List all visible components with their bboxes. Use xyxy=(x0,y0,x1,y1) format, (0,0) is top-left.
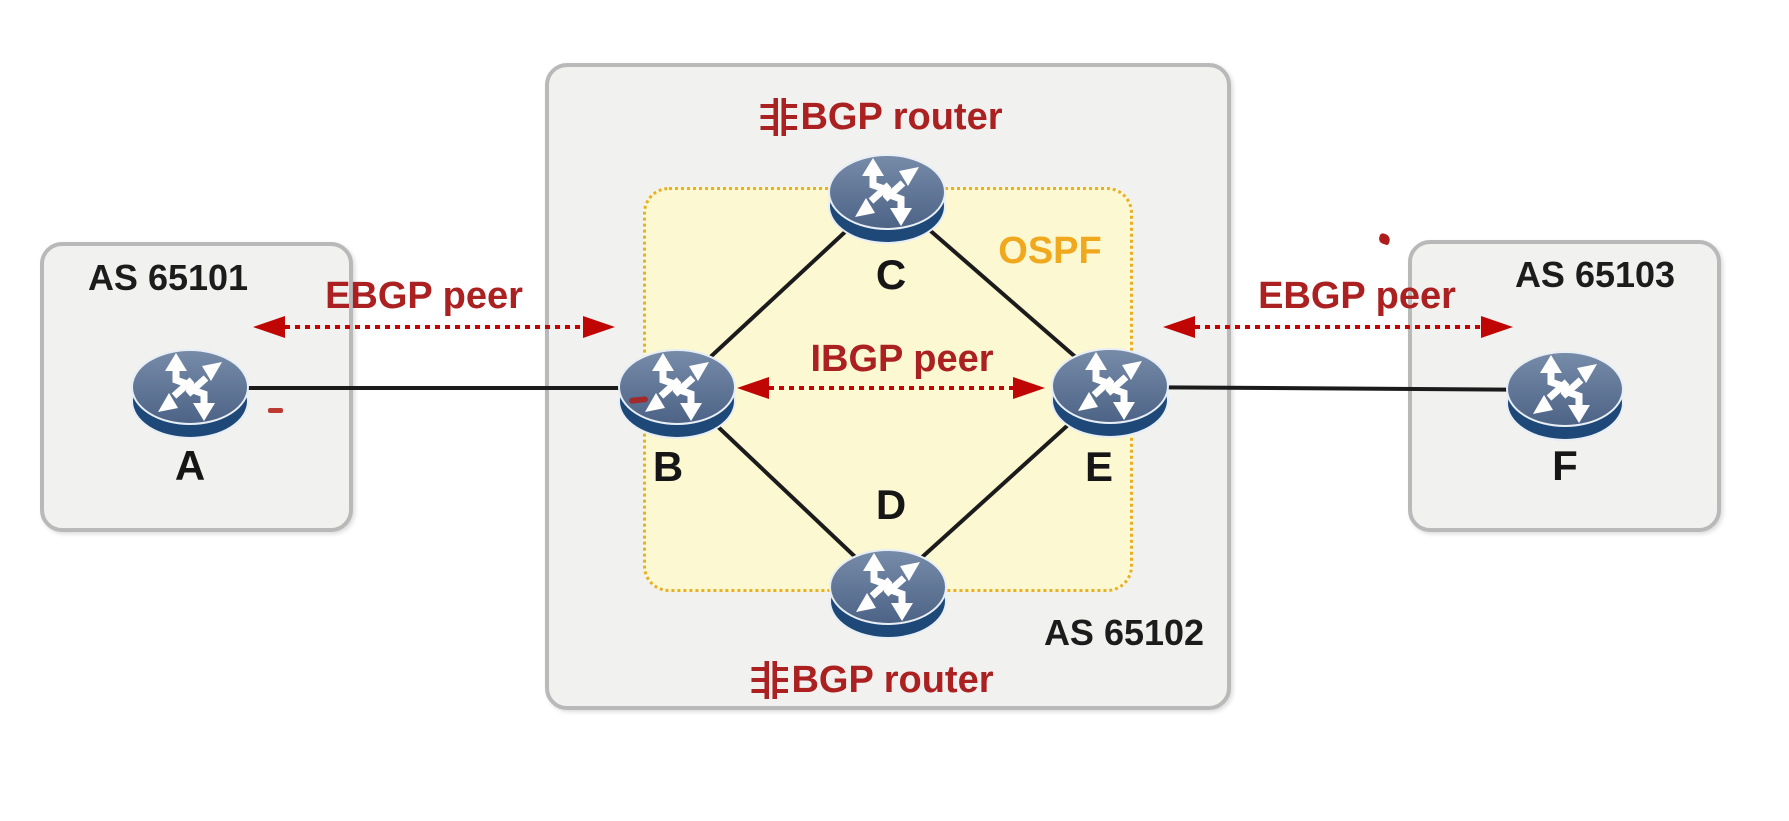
as-65103-label: AS 65103 xyxy=(1514,254,1676,295)
dotted-shaft xyxy=(285,325,583,329)
ibgp-peer-label: IBGP peer xyxy=(810,338,994,380)
fei-non-character-glyph xyxy=(760,98,797,136)
arrowhead-right-icon xyxy=(1013,377,1045,399)
arrowhead-right-icon xyxy=(1481,316,1513,338)
router-glyph xyxy=(131,349,249,439)
router-label-B: B xyxy=(652,443,684,490)
red-dash-artifact xyxy=(268,408,283,413)
arrowhead-left-icon xyxy=(737,377,769,399)
arrowhead-left-icon xyxy=(253,316,285,338)
router-icon-E xyxy=(1049,346,1171,442)
router-label-D: D xyxy=(875,481,907,528)
router-label-C: C xyxy=(875,251,907,298)
router-label-F: F xyxy=(1552,442,1578,489)
ebgp-peer-label-right: EBGP peer xyxy=(1258,275,1456,317)
router-icon-C xyxy=(826,152,948,248)
router-label-A: A xyxy=(174,442,206,489)
ebgp-peer-arrow-e-f xyxy=(1163,316,1513,338)
as-65102-label: AS 65102 xyxy=(1043,612,1205,653)
dotted-shaft xyxy=(769,386,1013,390)
ebgp-peer-label-left: EBGP peer xyxy=(325,275,523,317)
router-label-E: E xyxy=(1084,443,1114,490)
arrowhead-right-icon xyxy=(583,316,615,338)
router-glyph xyxy=(829,549,947,639)
router-icon-B xyxy=(616,347,738,443)
router-icon-A xyxy=(129,347,251,443)
ebgp-peer-arrow-a-b xyxy=(253,316,615,338)
non-bgp-router-annotation-bottom: BGP router xyxy=(750,659,994,701)
router-icon-F xyxy=(1504,349,1626,445)
as-65101-label: AS 65101 xyxy=(87,257,249,298)
router-glyph xyxy=(828,154,946,244)
ospf-area-label: OSPF xyxy=(998,230,1102,272)
ibgp-peer-arrow-b-e xyxy=(737,377,1045,399)
router-icon-D xyxy=(827,547,949,643)
non-bgp-router-text: BGP router xyxy=(800,96,1003,138)
router-glyph xyxy=(618,349,736,439)
arrowhead-left-icon xyxy=(1163,316,1195,338)
router-glyph xyxy=(1506,351,1624,441)
fei-non-character-glyph xyxy=(751,661,788,699)
dotted-shaft xyxy=(1195,325,1481,329)
non-bgp-router-annotation-top: BGP router xyxy=(759,96,1003,138)
non-bgp-router-text: BGP router xyxy=(791,659,994,701)
router-glyph xyxy=(1051,348,1169,438)
link-E-F xyxy=(1109,385,1566,392)
